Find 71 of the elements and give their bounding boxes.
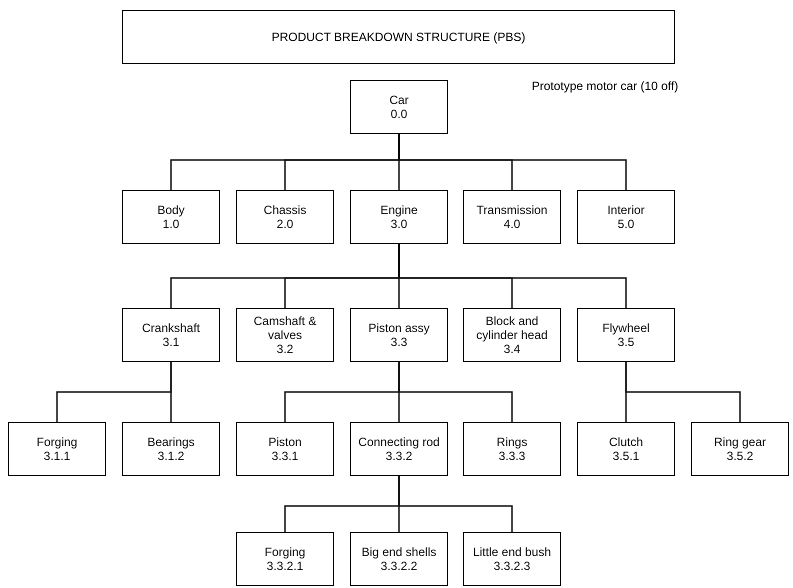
component-number: 3.3.2.3 <box>494 559 530 573</box>
connector-line <box>625 362 741 422</box>
component-number: 2.0 <box>276 217 294 231</box>
component-box <box>236 422 334 476</box>
component-number: 3.3.1 <box>272 449 298 463</box>
connector-line <box>398 244 627 308</box>
component-name: Transmission <box>476 203 548 217</box>
component-number: 3.3.2.1 <box>266 559 304 573</box>
connector-line <box>398 134 627 190</box>
component-box <box>463 532 561 586</box>
component-box <box>463 308 561 362</box>
component-name: Engine <box>380 203 418 217</box>
component-number: 5.0 <box>618 217 634 231</box>
component-box <box>463 422 561 476</box>
component-number: 4.0 <box>504 217 520 231</box>
component-name: Rings <box>496 435 528 449</box>
component-name: Block and cylinder head <box>475 314 549 342</box>
component-box <box>577 190 675 244</box>
component-number: 3.4 <box>504 342 520 356</box>
component-number: 3.3.2.2 <box>380 559 418 573</box>
component-box <box>236 308 334 362</box>
component-name: Body <box>157 203 185 217</box>
component-name: Crankshaft <box>142 321 200 335</box>
component-name: Little end bush <box>472 545 552 559</box>
connector-line <box>398 476 513 532</box>
component-box <box>8 422 106 476</box>
component-number: 3.3.3 <box>498 449 526 463</box>
component-name: Forging <box>264 545 306 559</box>
component-name: Piston assy <box>368 321 430 335</box>
component-box <box>691 422 789 476</box>
component-name: Piston <box>268 435 302 449</box>
component-box <box>350 422 448 476</box>
component-box <box>122 190 220 244</box>
component-box <box>350 308 448 362</box>
component-number: 3.5 <box>618 335 634 349</box>
component-name: Chassis <box>264 203 306 217</box>
component-number: 3.1.2 <box>158 449 184 463</box>
component-name: Big end shells <box>362 545 436 559</box>
component-box <box>577 422 675 476</box>
component-name: Camshaft & valves <box>252 314 318 342</box>
component-name: Clutch <box>608 435 643 449</box>
component-number: 3.1 <box>162 335 180 349</box>
title-box: PRODUCT BREAKDOWN STRUCTURE (PBS) <box>122 10 675 64</box>
component-name: Car <box>389 93 409 107</box>
component-number: 3.5.2 <box>726 449 754 463</box>
component-box <box>236 190 334 244</box>
connector-line <box>398 362 513 422</box>
note-text: Prototype motor car (10 off) <box>530 80 680 93</box>
component-name: Flywheel <box>602 321 650 335</box>
component-number: 1.0 <box>162 217 180 231</box>
component-number: 3.5.1 <box>612 449 640 463</box>
component-box <box>350 190 448 244</box>
component-number: 3.3 <box>390 335 408 349</box>
component-box <box>236 532 334 586</box>
component-name: Bearings <box>147 435 195 449</box>
component-box <box>122 422 220 476</box>
component-name: Ring gear <box>714 435 766 449</box>
component-box <box>577 308 675 362</box>
component-name: Connecting rod <box>358 435 440 449</box>
component-box <box>463 190 561 244</box>
component-number: 3.2 <box>276 342 294 356</box>
component-name: Forging <box>36 435 78 449</box>
component-box <box>122 308 220 362</box>
component-number: 3.0 <box>390 217 408 231</box>
component-number: 3.3.2 <box>386 449 412 463</box>
component-number: 3.1.1 <box>44 449 70 463</box>
connector-line <box>170 362 172 422</box>
component-name: Interior <box>607 203 645 217</box>
component-box <box>350 532 448 586</box>
component-box <box>350 80 448 134</box>
component-number: 0.0 <box>390 107 408 121</box>
